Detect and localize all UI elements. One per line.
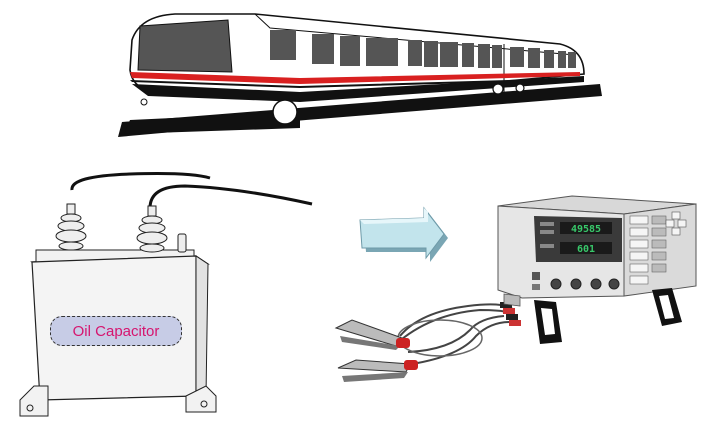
lcr-meter-icon: 49585 601 bbox=[497, 195, 697, 344]
test-leads-icon bbox=[334, 302, 521, 382]
meter-display-bottom: 601 bbox=[577, 244, 595, 255]
train-icon bbox=[118, 13, 602, 137]
capacitor-label: Oil Capacitor bbox=[72, 322, 160, 340]
capacitor-label-box: Oil Capacitor bbox=[50, 316, 182, 346]
meter-display-top: 49585 bbox=[571, 224, 601, 235]
capacitor-icon bbox=[19, 172, 313, 417]
arrow-right-icon bbox=[359, 206, 448, 262]
